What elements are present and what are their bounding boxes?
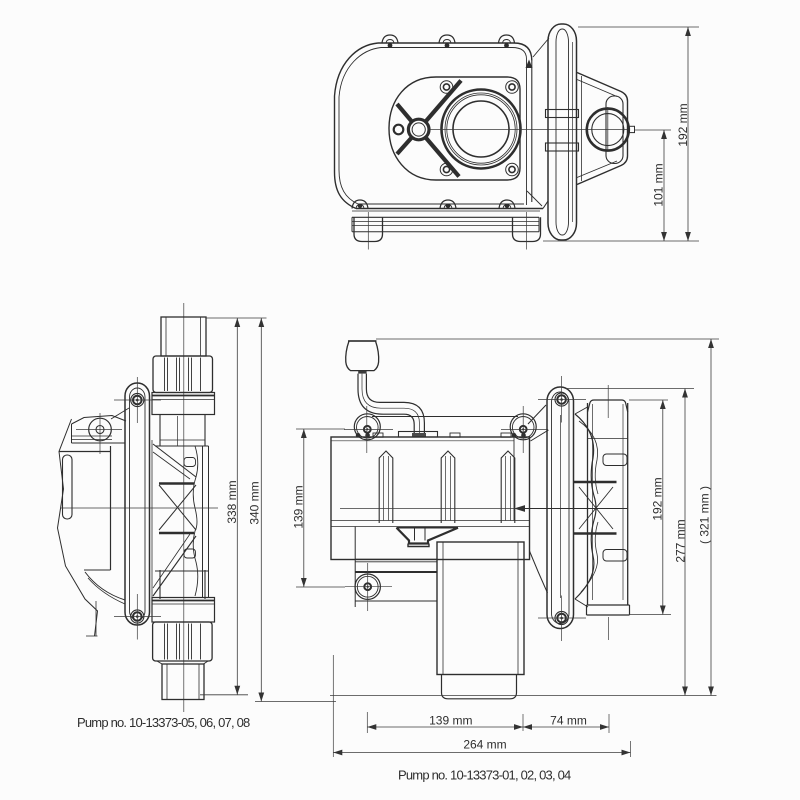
svg-text:340 mm: 340 mm [248,481,262,524]
svg-text:74 mm: 74 mm [550,714,587,728]
svg-text:139 mm: 139 mm [429,714,472,728]
svg-text:( 321 mm ): ( 321 mm ) [698,486,712,544]
svg-text:192 mm: 192 mm [651,477,665,520]
svg-text:264 mm: 264 mm [463,738,506,752]
svg-text:338 mm: 338 mm [225,480,239,523]
svg-text:Pump no. 10-13373-05, 06, 07,: Pump no. 10-13373-05, 06, 07, 08 [77,715,250,730]
svg-text:Pump no. 10-13373-01, 02, 03,: Pump no. 10-13373-01, 02, 03, 04 [398,768,571,783]
svg-text:139 mm: 139 mm [292,485,306,528]
svg-text:101 mm: 101 mm [652,163,666,206]
svg-text:192 mm: 192 mm [676,103,690,146]
svg-text:277 mm: 277 mm [674,519,688,562]
